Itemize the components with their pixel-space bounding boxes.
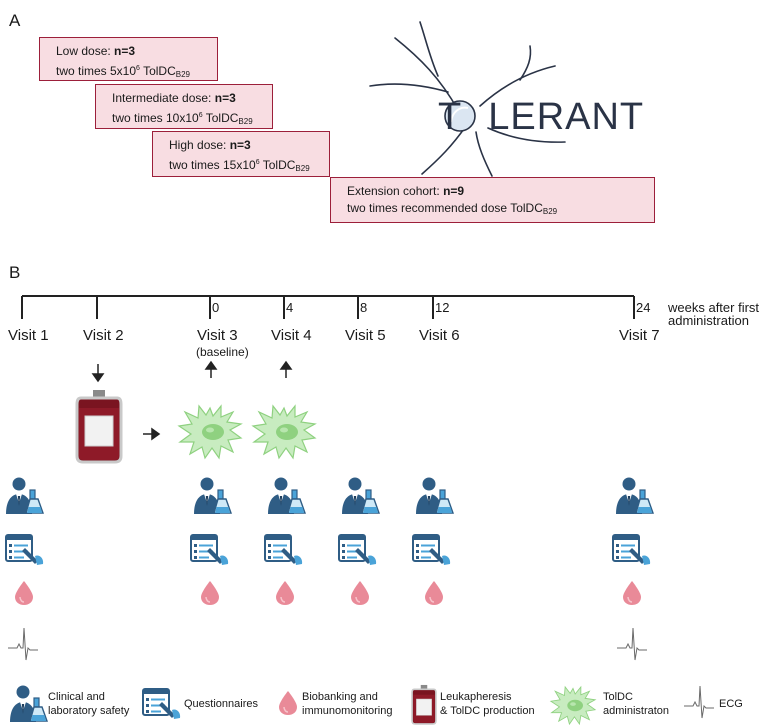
questionnaire-icon-visit-1: [5, 534, 45, 566]
drop-icon-visit-4: [275, 580, 295, 606]
legend-questionnaires-label: Questionnaires: [184, 698, 258, 710]
legend-clinical-label: Clinical and laboratory safety: [48, 691, 130, 717]
arrow-up-visit-3: [204, 360, 218, 378]
legend-drop-icon: [278, 690, 298, 716]
visit-6-label: Visit 6: [419, 327, 460, 344]
dose-detail-intermediate: two times 10x106 TolDCB29: [112, 111, 253, 126]
clinical-icon-visit-3: [192, 476, 232, 516]
panel-b-label: B: [9, 263, 21, 282]
panel-a-label: A: [9, 11, 21, 30]
legend-leukapheresis-label: Leukapheresis & TolDC production: [440, 691, 535, 717]
drop-icon-visit-1: [14, 580, 34, 606]
legend-biobanking-label: Biobanking and immunomonitoring: [302, 691, 393, 717]
drop-icon-visit-3: [200, 580, 220, 606]
clinical-icon-visit-6: [414, 476, 454, 516]
questionnaire-icon-visit-3: [190, 534, 230, 566]
ecg-icon-visit-1: [8, 624, 38, 664]
clinical-icon-visit-1: [4, 476, 44, 516]
visit-3-label: Visit 3: [197, 327, 238, 344]
dose-box-high: High dose: n=3 two times 15x106 TolDCB29: [152, 131, 330, 177]
toldc-cell-icon: [175, 402, 245, 462]
questionnaire-icon-visit-7: [612, 534, 652, 566]
clinical-icon-visit-4: [266, 476, 306, 516]
legend-ecg-label: ECG: [719, 698, 743, 710]
week-label-24: 24: [636, 300, 651, 315]
visit-2-label: Visit 2: [83, 327, 124, 344]
arrows: [91, 360, 293, 441]
legend-toldc-label: TolDC administraton: [603, 691, 670, 717]
baseline-note: (baseline): [196, 345, 249, 359]
clinical-icon-visit-5: [340, 476, 380, 516]
legend-bag-icon: [411, 684, 437, 726]
drop-icon-visit-7: [622, 580, 642, 606]
ecg-icon-visit-7: [617, 624, 647, 664]
weeks-caption-line2: administration: [668, 313, 749, 328]
questionnaire-icon-visit-4: [264, 534, 304, 566]
drop-icon-visit-6: [424, 580, 444, 606]
visit-1-label: Visit 1: [8, 327, 49, 344]
questionnaire-icon-visit-5: [338, 534, 378, 566]
timeline: [21, 295, 635, 319]
visit-5-label: Visit 5: [345, 327, 386, 344]
arrow-right-production: [143, 427, 161, 441]
dose-title-low: Low dose: n=3: [56, 44, 136, 58]
legend-ecg-icon: [684, 682, 714, 722]
arrow-down-visit-2: [91, 364, 105, 383]
legend-cell-icon: [548, 684, 598, 727]
drop-icon-visit-5: [350, 580, 370, 606]
week-label-8: 8: [360, 300, 368, 315]
arrow-up-visit-4: [279, 360, 293, 378]
blood-bag-icon: [75, 390, 123, 464]
week-label-12: 12: [435, 300, 450, 315]
dose-detail-low: two times 5x106 TolDCB29: [56, 64, 190, 79]
dose-box-extension: Extension cohort: n=9 two times recommen…: [330, 177, 655, 223]
legend-clinical-icon: [8, 684, 48, 724]
dose-title-intermediate: Intermediate dose: n=3: [112, 91, 236, 105]
dose-title-extension: Extension cohort: n=9: [347, 184, 465, 198]
questionnaire-icon-visit-6: [412, 534, 452, 566]
week-label-4: 4: [286, 300, 294, 315]
visit-4-label: Visit 4: [271, 327, 312, 344]
clinical-icon-visit-7: [614, 476, 654, 516]
dose-box-intermediate: Intermediate dose: n=3 two times 10x106 …: [95, 84, 273, 129]
dose-title-high: High dose: n=3: [169, 138, 251, 152]
dose-box-low: Low dose: n=3 two times 5x106 TolDCB29: [39, 37, 218, 81]
dose-detail-extension: two times recommended dose TolDCB29: [347, 201, 558, 216]
toldc-cell-icon: [249, 402, 319, 462]
dose-detail-high: two times 15x106 TolDCB29: [169, 158, 310, 173]
weeks-caption-line1: weeks after first: [668, 300, 760, 315]
visit-7-label: Visit 7: [619, 327, 660, 344]
week-label-0: 0: [212, 300, 220, 315]
legend-questionnaire-icon: [142, 688, 182, 720]
